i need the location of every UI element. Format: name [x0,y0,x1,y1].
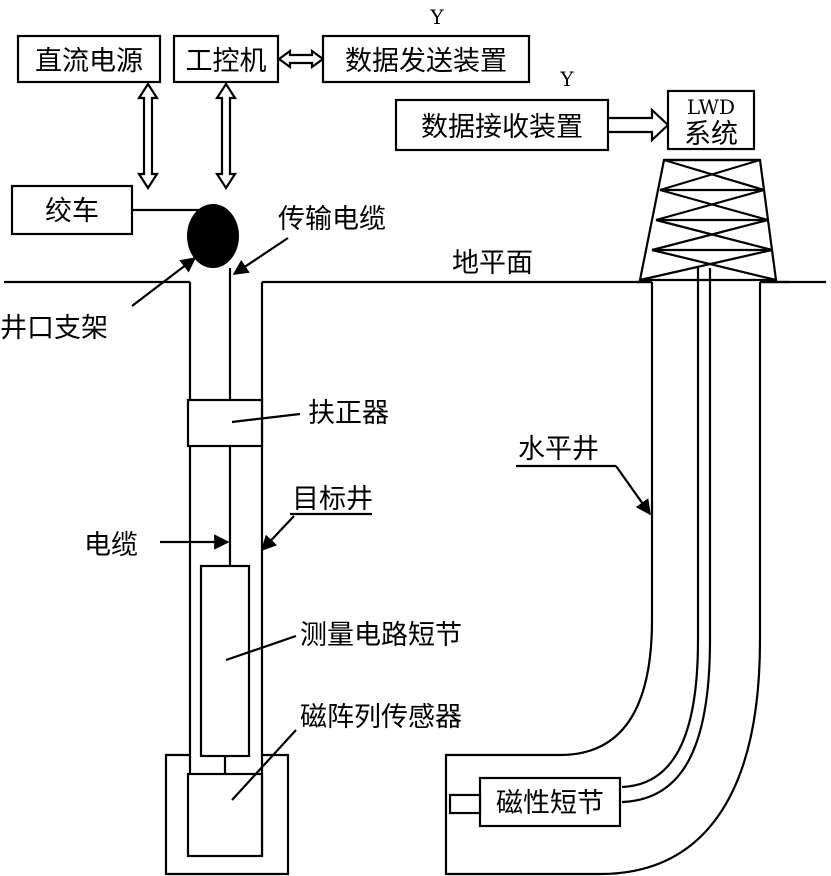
data-send-box: 数据发送装置 Y [321,5,531,84]
ground-label: 地平面 [452,248,533,279]
data-recv-mark: Y [559,67,574,91]
horizontal-well [444,268,762,876]
measure-circuit-sub [199,564,251,758]
ipc-box: 工控机 [172,34,280,84]
data-recv-box: 数据接收装置 Y [394,67,610,152]
ipc-label: 工控机 [186,46,267,77]
lwd-label-line2: 系统 [684,119,738,150]
horizontal-well-leader [615,465,651,516]
winch-label: 绞车 [45,196,99,227]
dc-power-box: 直流电源 [16,34,162,84]
target-well-leader [260,515,295,552]
measure-circuit-label: 测量电路短节 [300,620,462,651]
transmission-cable-label: 传输电缆 [278,204,386,235]
wellhead-bracket-label: 井口支架 [0,313,108,344]
data-send-mark: Y [429,5,444,29]
lwd-label-line1: LWD [687,95,735,119]
winch-box: 绞车 [10,184,134,236]
measure-circuit-leader [225,634,297,662]
recv-lwd-arrow [609,107,670,143]
transmission-cable-leader [232,237,289,275]
magnetic-sensor-leader [231,729,297,801]
horizontal-well-label: 水平井 [518,434,599,465]
magnetic-sub-label: 磁性短节 [496,788,604,819]
derrick [636,158,790,284]
ipc-send-double-arrow [277,48,325,70]
magnetic-sub [478,776,622,828]
data-recv-label: 数据接收装置 [421,112,583,143]
ipc-vertical-double-arrow [214,81,238,191]
magnetic-sensor [186,772,264,858]
centralizer-leader [231,412,301,424]
target-well-label: 目标井 [292,484,373,515]
magnetic-sensor-label: 磁阵列传感器 [300,702,462,733]
lwd-box: LWD 系统 [666,89,756,151]
pulley-wheel [187,204,239,268]
dc-power-label: 直流电源 [35,46,143,77]
centralizer [186,398,264,448]
power-vertical-double-arrow [136,81,160,191]
cable-label: 电缆 [84,530,138,561]
centralizer-label: 扶正器 [308,398,389,429]
data-send-label: 数据发送装置 [345,46,507,77]
magnetic-sub-tip [448,793,482,815]
